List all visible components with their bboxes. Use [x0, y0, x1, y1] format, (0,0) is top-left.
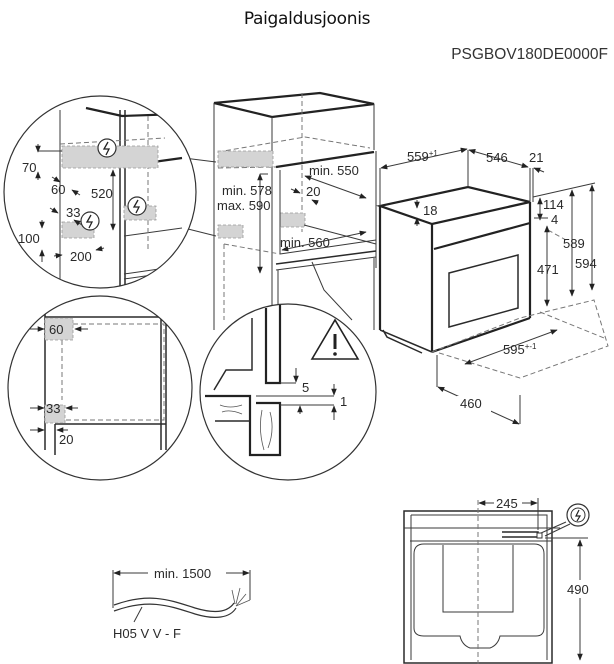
page-title: Paigaldusjoonis	[243, 9, 371, 29]
oven-drawing: 559+1 546 21 18 114 4 471 589 594 595+-1…	[375, 147, 609, 425]
detail-electrical-zones: 70 60 520 33 100 200	[3, 95, 197, 289]
dim-70: 70	[22, 160, 36, 175]
dim-114: 114	[543, 197, 564, 212]
dim-20: 20	[306, 184, 320, 199]
dim-min-578: min. 578	[222, 183, 272, 198]
dim-559: 559+1	[407, 149, 438, 164]
model-code: PSGBOV180DE0000F	[451, 46, 608, 63]
dim-546: 546	[486, 150, 508, 165]
dim-595-tolerance: +-1	[525, 342, 537, 351]
dim-460: 460	[460, 396, 482, 411]
detail-side-clearance: 60 33 20	[7, 295, 193, 481]
dim-594: 594	[575, 256, 597, 271]
cable-type: H05 V V - F	[113, 626, 181, 641]
dim-min-550: min. 550	[309, 163, 359, 178]
warning-triangle-icon	[310, 318, 360, 360]
dim-20: 20	[59, 432, 73, 447]
dim-min-560: min. 560	[280, 235, 330, 250]
dim-490: 490	[567, 582, 589, 597]
dim-559-tolerance: +1	[429, 149, 439, 158]
dim-33: 33	[66, 205, 80, 220]
upper-connection-zone	[217, 150, 274, 168]
electrical-connection-icon	[566, 503, 590, 527]
dim-100: 100	[18, 231, 40, 246]
dim-21: 21	[529, 150, 543, 165]
dim-595: 595+-1	[503, 342, 537, 357]
cable-drawing: min. 1500 H05 V V - F	[112, 566, 251, 641]
cable-min-length: min. 1500	[154, 566, 211, 581]
dim-60: 60	[51, 182, 65, 197]
dim-200: 200	[70, 249, 92, 264]
dim-520: 520	[91, 186, 113, 201]
dim-4: 4	[551, 212, 558, 227]
dim-589: 589	[563, 236, 585, 251]
lower-connection-zone	[217, 224, 244, 239]
dim-471: 471	[537, 262, 559, 277]
front-view-drawing: 245 490	[403, 496, 597, 664]
dim-1: 1	[340, 394, 347, 409]
detail-floor-gap: 5 1	[199, 303, 377, 481]
electrical-connection-icon	[127, 196, 147, 216]
dim-5: 5	[302, 380, 309, 395]
cabinet-drawing: min. 578 max. 590 min. 550 20 min. 560	[182, 91, 377, 330]
dim-245: 245	[496, 496, 518, 511]
dim-33: 33	[46, 401, 60, 416]
electrical-connection-icon	[97, 138, 117, 158]
electrical-connection-icon	[80, 211, 100, 231]
dim-18: 18	[423, 203, 437, 218]
dim-60: 60	[49, 322, 63, 337]
dim-max-590: max. 590	[217, 198, 270, 213]
cabinet-connection-zone	[279, 212, 306, 228]
